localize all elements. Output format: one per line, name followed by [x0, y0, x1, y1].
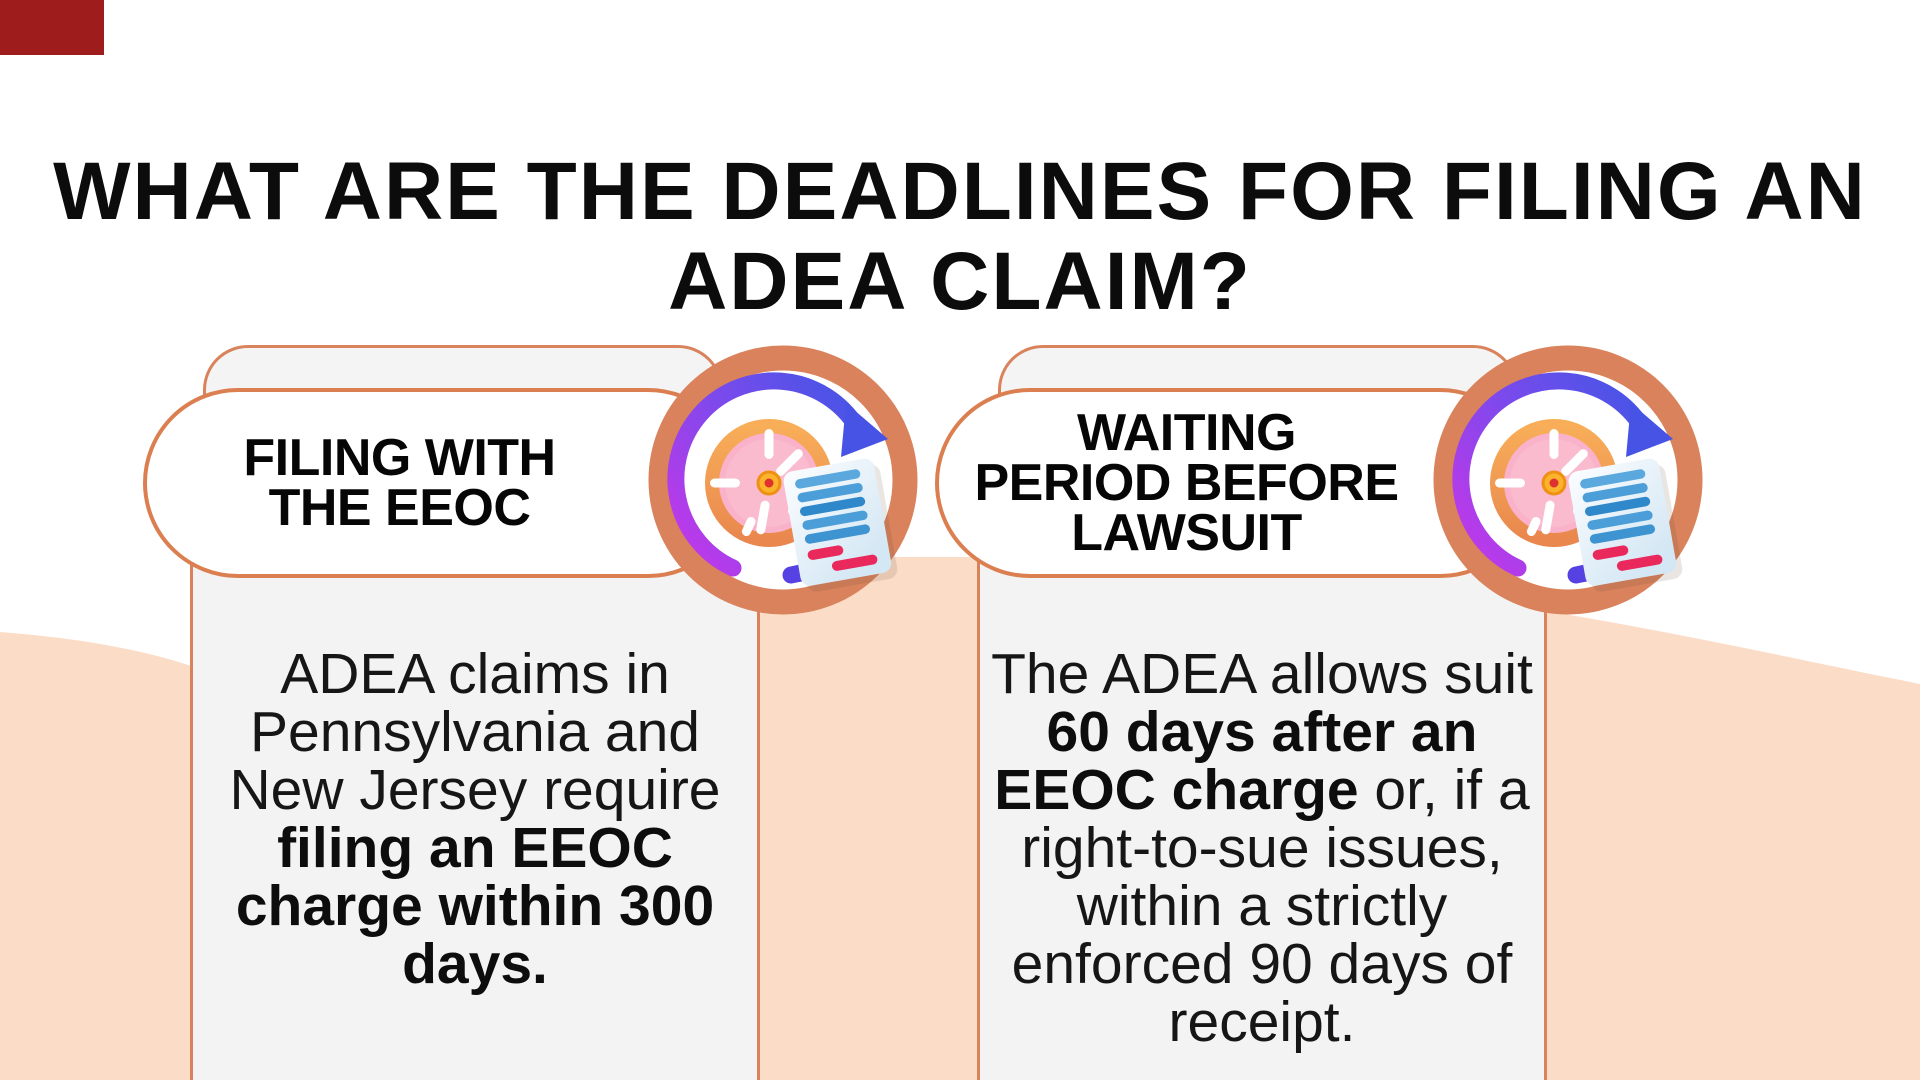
clock-rotation-document-icon: [648, 345, 918, 615]
card-body-text-eeoc-filing: ADEA claims in Pennsylvania and New Jers…: [229, 642, 721, 996]
card-title: FILING WITH THE EEOC: [243, 429, 556, 537]
right-peach-hill: [1546, 611, 1920, 1080]
corner-accent-rectangle: [0, 0, 104, 55]
card-title: WAITING PERIOD BEFORE LAWSUIT: [974, 404, 1400, 562]
card-body-text-waiting-period: The ADEA allows suit 60 days after an EE…: [991, 642, 1533, 1054]
card-header-eeoc-filing: FILING WITH THE EEOC: [143, 388, 743, 578]
clock-rotation-document-icon: [1433, 345, 1703, 615]
page-title: WHAT ARE THE DEADLINES FOR FILING AN ADE…: [53, 145, 1867, 327]
